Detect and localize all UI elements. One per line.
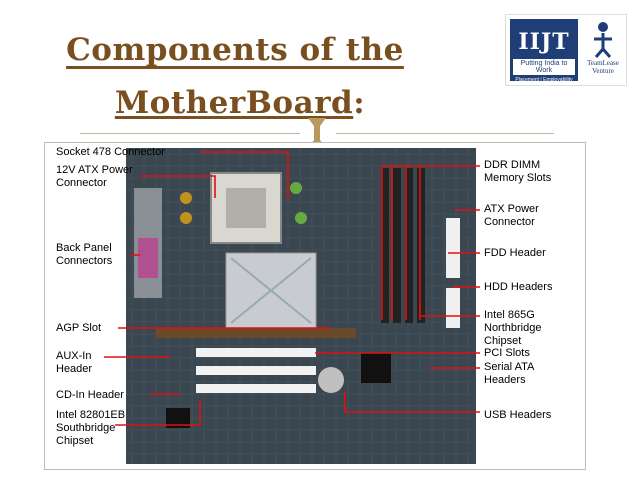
ijt-subtag: Placement | Employability Skills	[515, 77, 573, 89]
motherboard-image	[126, 148, 476, 464]
ornament-icon	[308, 118, 326, 148]
label-hdd-headers: HDD Headers	[484, 281, 553, 293]
label-ddr-dimm: DDR DIMM Memory Slots	[484, 159, 552, 184]
leader-usb	[344, 392, 480, 413]
title-divider-left	[80, 133, 300, 134]
label-serial-ata: Serial ATA Headers	[484, 361, 535, 386]
ijt-tagline: Putting India to Work	[513, 59, 575, 75]
label-northbridge: Intel 865G Northbridge Chipset	[484, 309, 542, 347]
teamlease-figure-icon	[594, 22, 612, 58]
ijt-logo: IIJT Putting India to Work Placement | E…	[510, 19, 578, 89]
label-fdd-header: FDD Header	[484, 247, 546, 259]
title-colon: :	[353, 85, 366, 121]
label-back-panel: Back Panel Connectors	[56, 242, 113, 267]
title-line2-text: MotherBoard	[114, 85, 354, 121]
sponsor-logos: IIJT Putting India to Work Placement | E…	[505, 14, 627, 89]
label-cd-in: CD-In Header	[56, 389, 124, 401]
label-southbridge: Intel 82801EB Southbridge Chipset	[56, 409, 126, 447]
label-aux-in: AUX-In Header	[56, 350, 93, 375]
leader-dimm	[381, 165, 480, 320]
teamlease-sub: Venture	[592, 67, 614, 75]
slide-title-line1: Components of the	[0, 32, 470, 68]
leader-northbridge	[419, 302, 480, 317]
teamlease-text: TeamLease Venture	[584, 59, 622, 75]
label-pci-slots: PCI Slots	[484, 347, 530, 359]
title-line1-text: Components of the	[66, 32, 404, 68]
label-usb-headers: USB Headers	[484, 409, 552, 421]
ijt-logo-text: IIJT	[518, 29, 570, 55]
title-divider-right	[336, 133, 554, 134]
leader-12v	[140, 175, 216, 198]
leader-socket	[200, 151, 289, 200]
leader-southbridge	[115, 400, 201, 426]
label-12v-atx-power: 12V ATX Power Connector	[56, 164, 133, 189]
label-socket-478: Socket 478 Connector	[56, 146, 165, 158]
label-agp-slot: AGP Slot	[56, 322, 102, 334]
teamlease-logo: TeamLease Venture	[584, 19, 622, 81]
slide-title-line2: MotherBoard:	[40, 85, 440, 121]
teamlease-name: TeamLease	[587, 59, 619, 67]
label-atx-power: ATX Power Connector	[484, 203, 539, 228]
